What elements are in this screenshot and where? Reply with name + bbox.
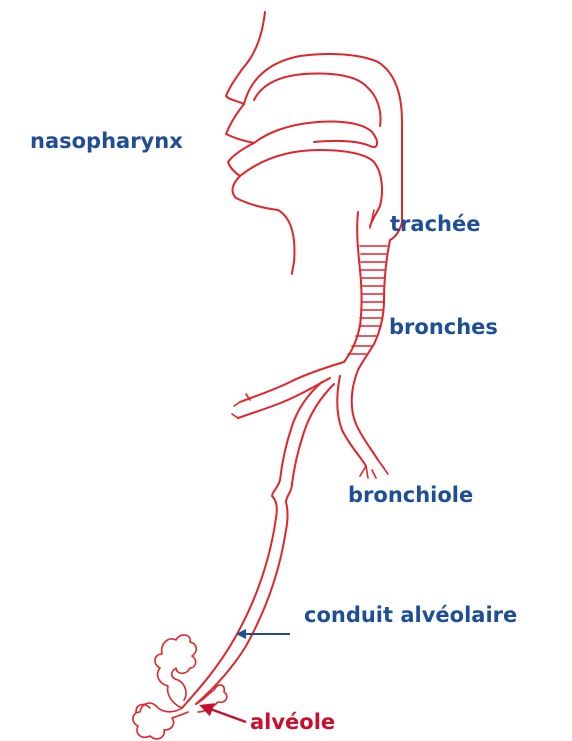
face-profile: [226, 12, 294, 274]
trachea-left-wall: [344, 212, 362, 362]
bronchus-middle-right: [292, 384, 334, 484]
trachea-rings: [348, 246, 387, 354]
bronchus-left-upper: [240, 362, 344, 402]
alveole-arrow: [202, 706, 246, 722]
alveoli-upper-lobe: [155, 635, 196, 708]
bronchi: [232, 362, 388, 484]
nasal-concha-middle: [254, 121, 377, 147]
bronchus-right-left: [337, 376, 366, 466]
trachea: [344, 212, 390, 370]
nasal-passage-upper-inner: [254, 74, 380, 127]
bronchus-middle-left: [280, 382, 322, 480]
label-alveole: alvéole: [250, 710, 335, 734]
alveoli-lower-lobe: [133, 703, 188, 739]
label-trachee: trachée: [390, 212, 480, 236]
label-conduit-alveolaire: conduit alvéolaire: [304, 603, 517, 627]
head-outline: [226, 12, 402, 274]
alveolar-duct-left-wall: [182, 480, 280, 708]
trachea-right-wall: [358, 240, 390, 370]
label-bronches: bronches: [389, 315, 498, 339]
alveolar-duct-right-wall: [196, 484, 292, 704]
label-bronchiole: bronchiole: [348, 483, 473, 507]
bronchus-right-right: [352, 370, 378, 460]
pharynx-front-wall: [240, 150, 382, 226]
nasal-passage-upper: [244, 54, 402, 222]
alveolar-duct: [182, 480, 292, 708]
label-nasopharynx: nasopharynx: [30, 129, 183, 153]
